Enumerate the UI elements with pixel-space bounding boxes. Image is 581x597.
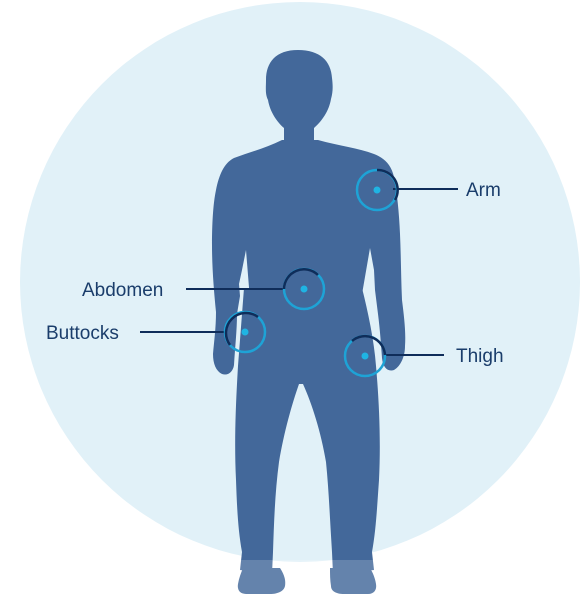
feet-fade	[230, 560, 390, 597]
thigh-dot	[362, 353, 369, 360]
abdomen-label: Abdomen	[82, 280, 163, 301]
buttocks-label: Buttocks	[46, 323, 119, 344]
thigh-label: Thigh	[456, 346, 504, 367]
buttocks-dot	[242, 329, 249, 336]
arm-dot	[374, 187, 381, 194]
abdomen-dot	[301, 286, 308, 293]
arm-label: Arm	[466, 180, 501, 201]
